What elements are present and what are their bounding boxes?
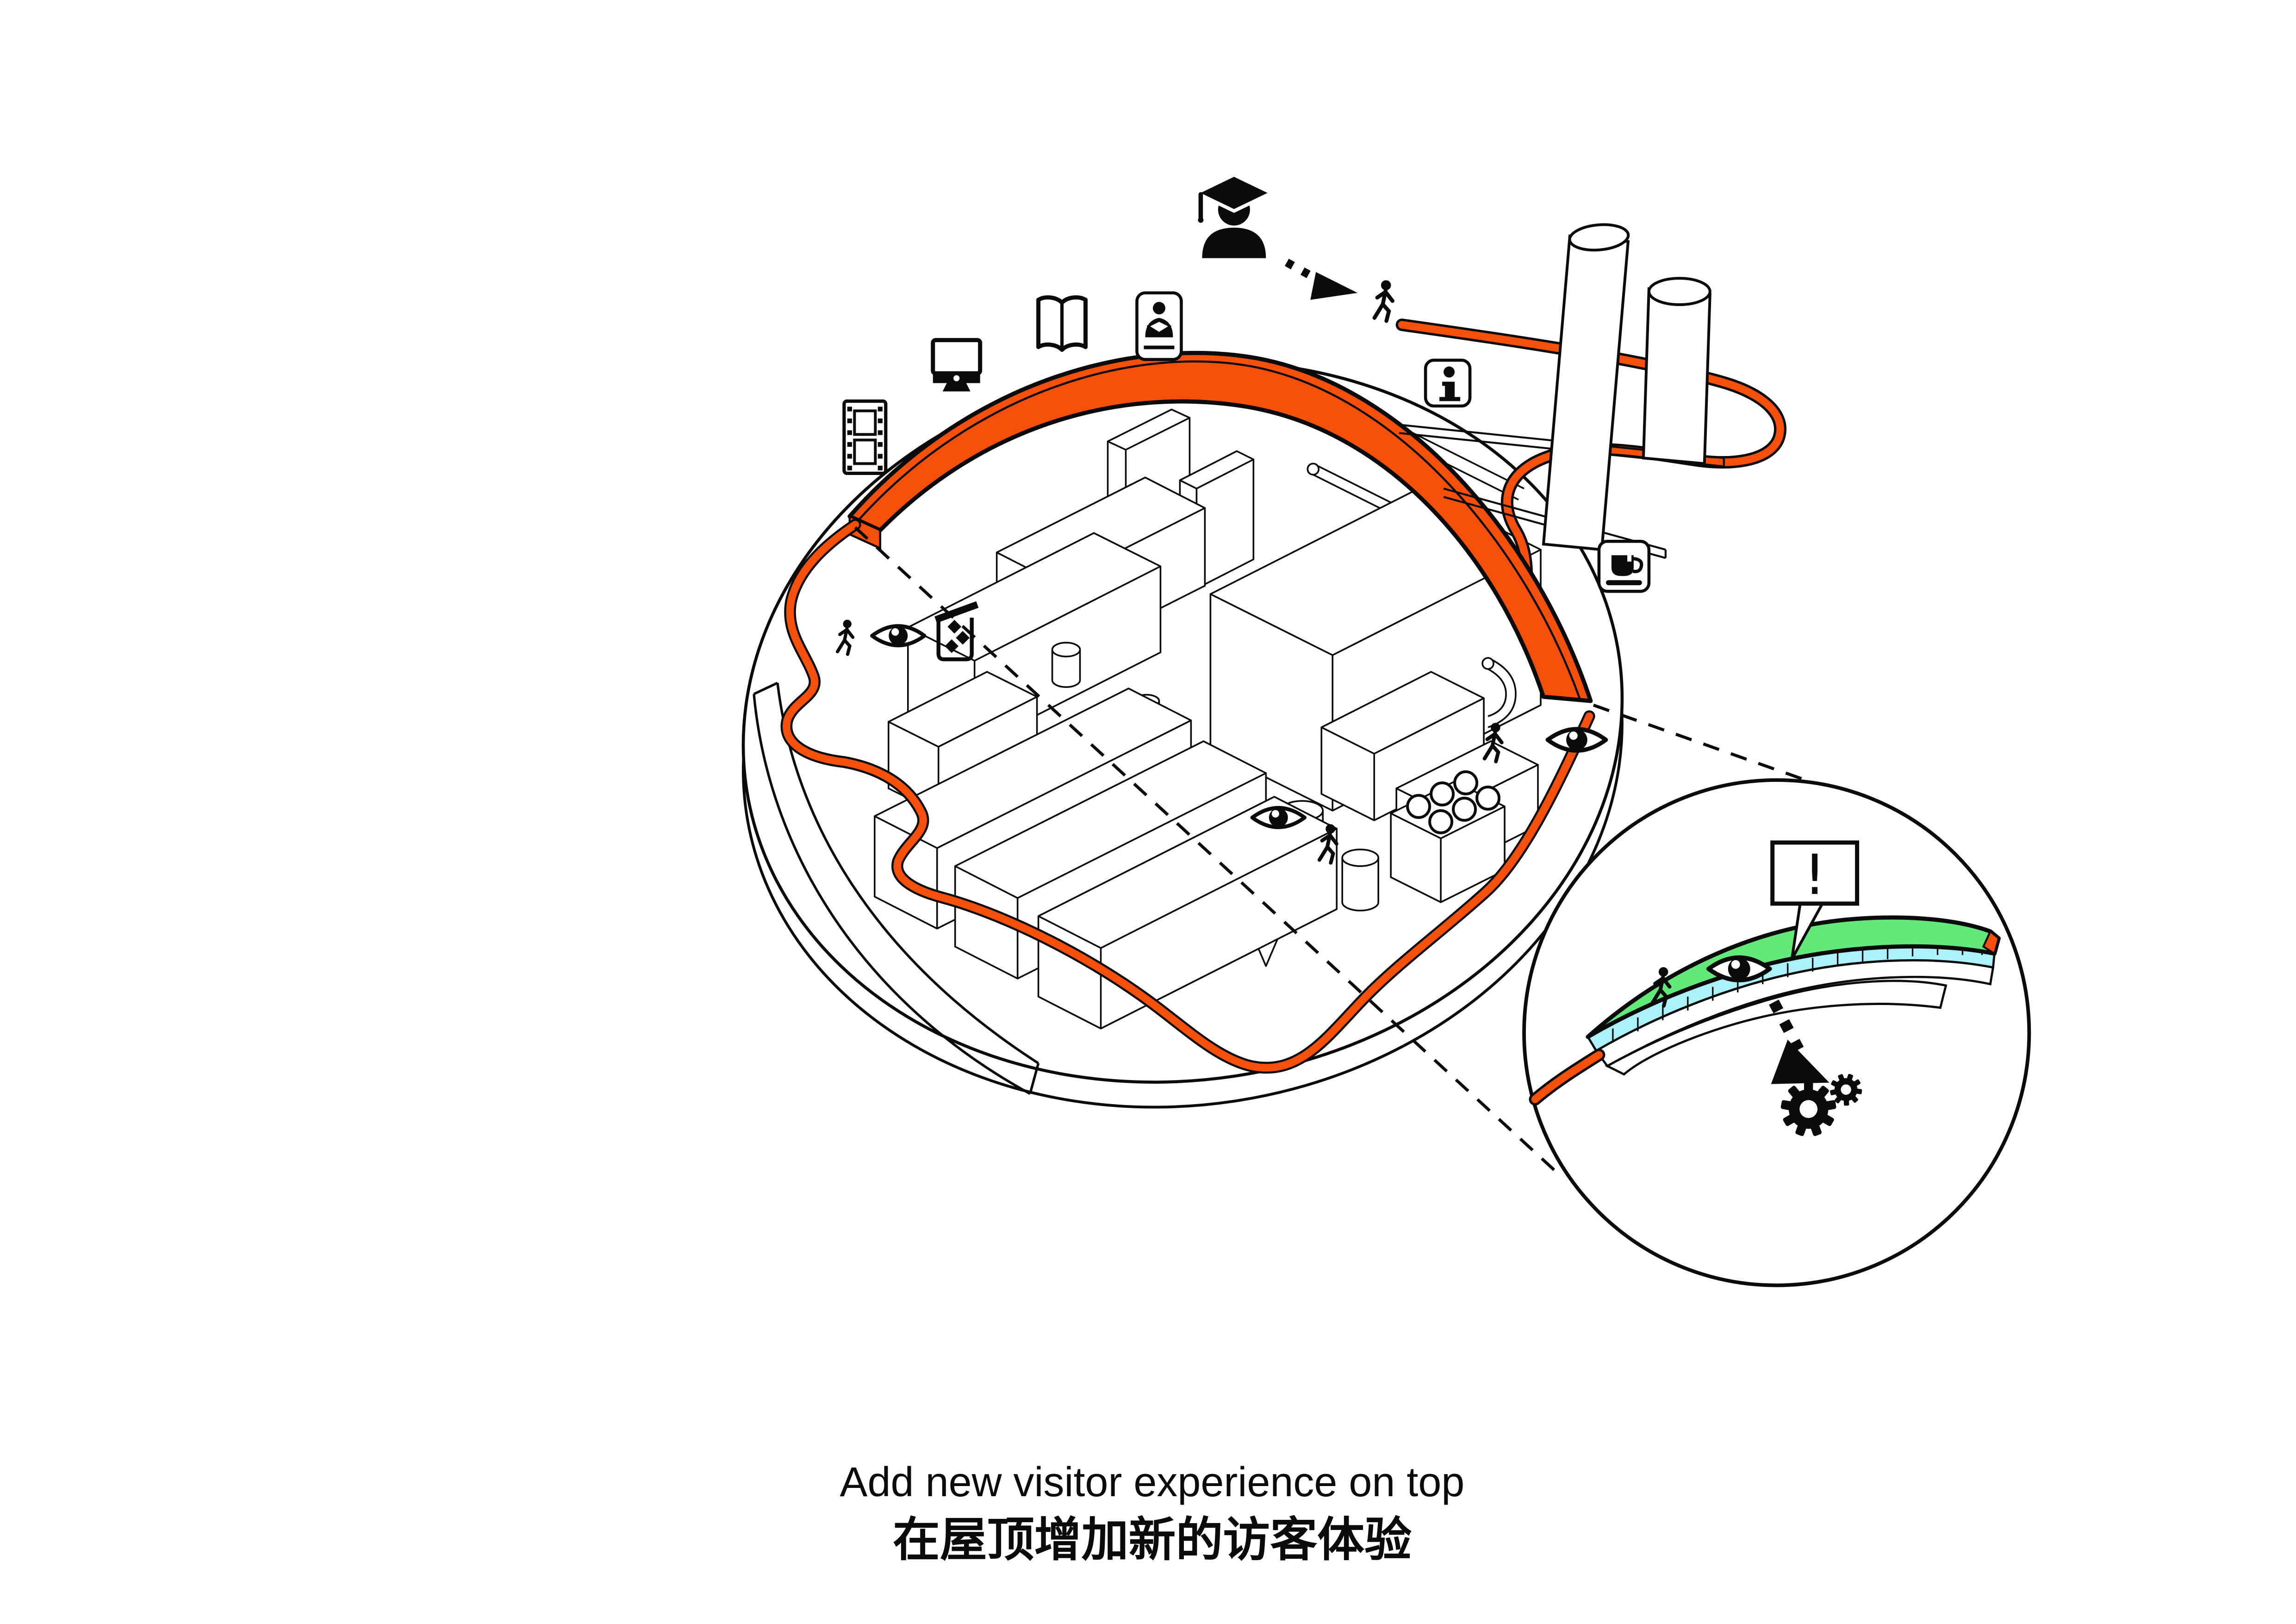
info-icon	[1424, 358, 1472, 408]
caption: Add new visitor experience on top 在屋顶增加新…	[840, 1459, 1465, 1568]
walking-person-icon-top	[1375, 280, 1393, 321]
monitor-icon	[931, 338, 983, 392]
caption-en: Add new visitor experience on top	[840, 1459, 1465, 1505]
transfer-arrowhead	[1771, 1039, 1829, 1084]
coffee-icon	[1597, 540, 1651, 593]
eye-icon-right	[1548, 729, 1606, 750]
roof-detail-callout: !	[1522, 778, 2031, 1287]
chimney-stacks	[1542, 223, 1711, 551]
eye-icon-bottom	[1252, 808, 1305, 827]
deck-orange-cap	[1982, 930, 2000, 956]
eye-icon-left	[872, 626, 924, 645]
transfer-dotted-arrow	[1769, 999, 1804, 1052]
roof-edge-line	[859, 360, 1581, 699]
alert-symbol: !	[1804, 843, 1826, 907]
roof-ribbon-end	[1531, 1051, 1603, 1103]
callout-circle	[1522, 778, 2031, 1287]
barrel-stack	[1390, 770, 1506, 903]
entrance-route-arrow	[1284, 258, 1358, 300]
process-plant	[874, 408, 1542, 1030]
route-arrowhead	[1310, 272, 1358, 300]
film-strip-icon	[842, 399, 888, 475]
chimney	[1542, 234, 1630, 551]
eye-icon-callout	[1709, 957, 1770, 980]
graduate-icon	[1195, 173, 1274, 258]
roof-substructure-lower	[1605, 980, 1948, 1076]
route-dotted-line	[1284, 258, 1326, 287]
open-book-icon	[1036, 295, 1088, 352]
caption-zh: 在屋顶增加新的访客体验	[893, 1512, 1412, 1568]
entrance-ramp-ribbon	[1395, 319, 1786, 625]
visitor-route-ribbon	[780, 518, 1595, 1074]
storytelling-icon	[1135, 291, 1183, 361]
plant-u-pipe	[1481, 657, 1517, 728]
recycle-bin-icon	[934, 601, 979, 662]
alert-box	[1770, 840, 1860, 906]
platform-step-outer	[753, 693, 1031, 1095]
chimney	[1642, 287, 1711, 465]
